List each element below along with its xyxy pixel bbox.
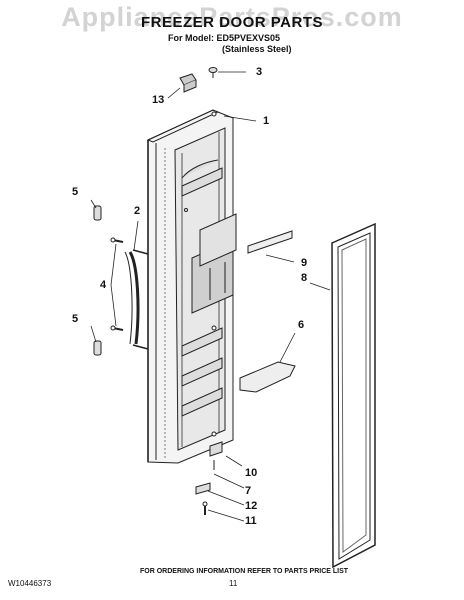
watermark: AppliancePartsPros.com	[61, 2, 403, 32]
hinge-bracket	[209, 441, 223, 470]
model-label: For Model: ED5PVEXVS05	[168, 33, 281, 43]
callout-4: 4	[100, 279, 107, 291]
hole-plug	[208, 67, 218, 78]
shelf-bin	[239, 361, 296, 393]
callout-9: 9	[301, 257, 308, 269]
leader-lines	[90, 71, 331, 522]
callout-7: 7	[245, 485, 252, 497]
hinge-screw	[202, 501, 208, 515]
top-cap	[179, 73, 197, 93]
callout-8: 8	[301, 272, 308, 284]
handle-end-caps	[93, 205, 102, 356]
door-mounting-holes	[184, 111, 217, 437]
ordering-info: FOR ORDERING INFORMATION REFER TO PARTS …	[140, 568, 349, 575]
dispenser-cavity	[191, 213, 237, 314]
callout-11: 11	[245, 515, 257, 527]
page-number: 11	[229, 579, 238, 588]
page-title: FREEZER DOOR PARTS	[140, 14, 324, 31]
callout-3: 3	[256, 66, 263, 78]
callout-2: 2	[134, 205, 141, 217]
callout-5-top: 5	[72, 186, 79, 198]
handle-screws	[110, 237, 124, 331]
document-number: W10446373	[8, 579, 52, 588]
door-shelves	[181, 159, 223, 417]
door-handle	[124, 249, 149, 350]
callout-10: 10	[245, 467, 258, 479]
callout-6: 6	[298, 319, 305, 331]
callout-12: 12	[245, 500, 258, 512]
hinge-pin	[195, 482, 211, 495]
callout-13: 13	[152, 94, 165, 106]
trim-bar	[247, 230, 293, 254]
callout-5-bottom: 5	[72, 313, 79, 325]
door-gasket	[331, 222, 376, 569]
callout-1: 1	[263, 115, 270, 127]
finish-label: (Stainless Steel)	[222, 44, 292, 54]
